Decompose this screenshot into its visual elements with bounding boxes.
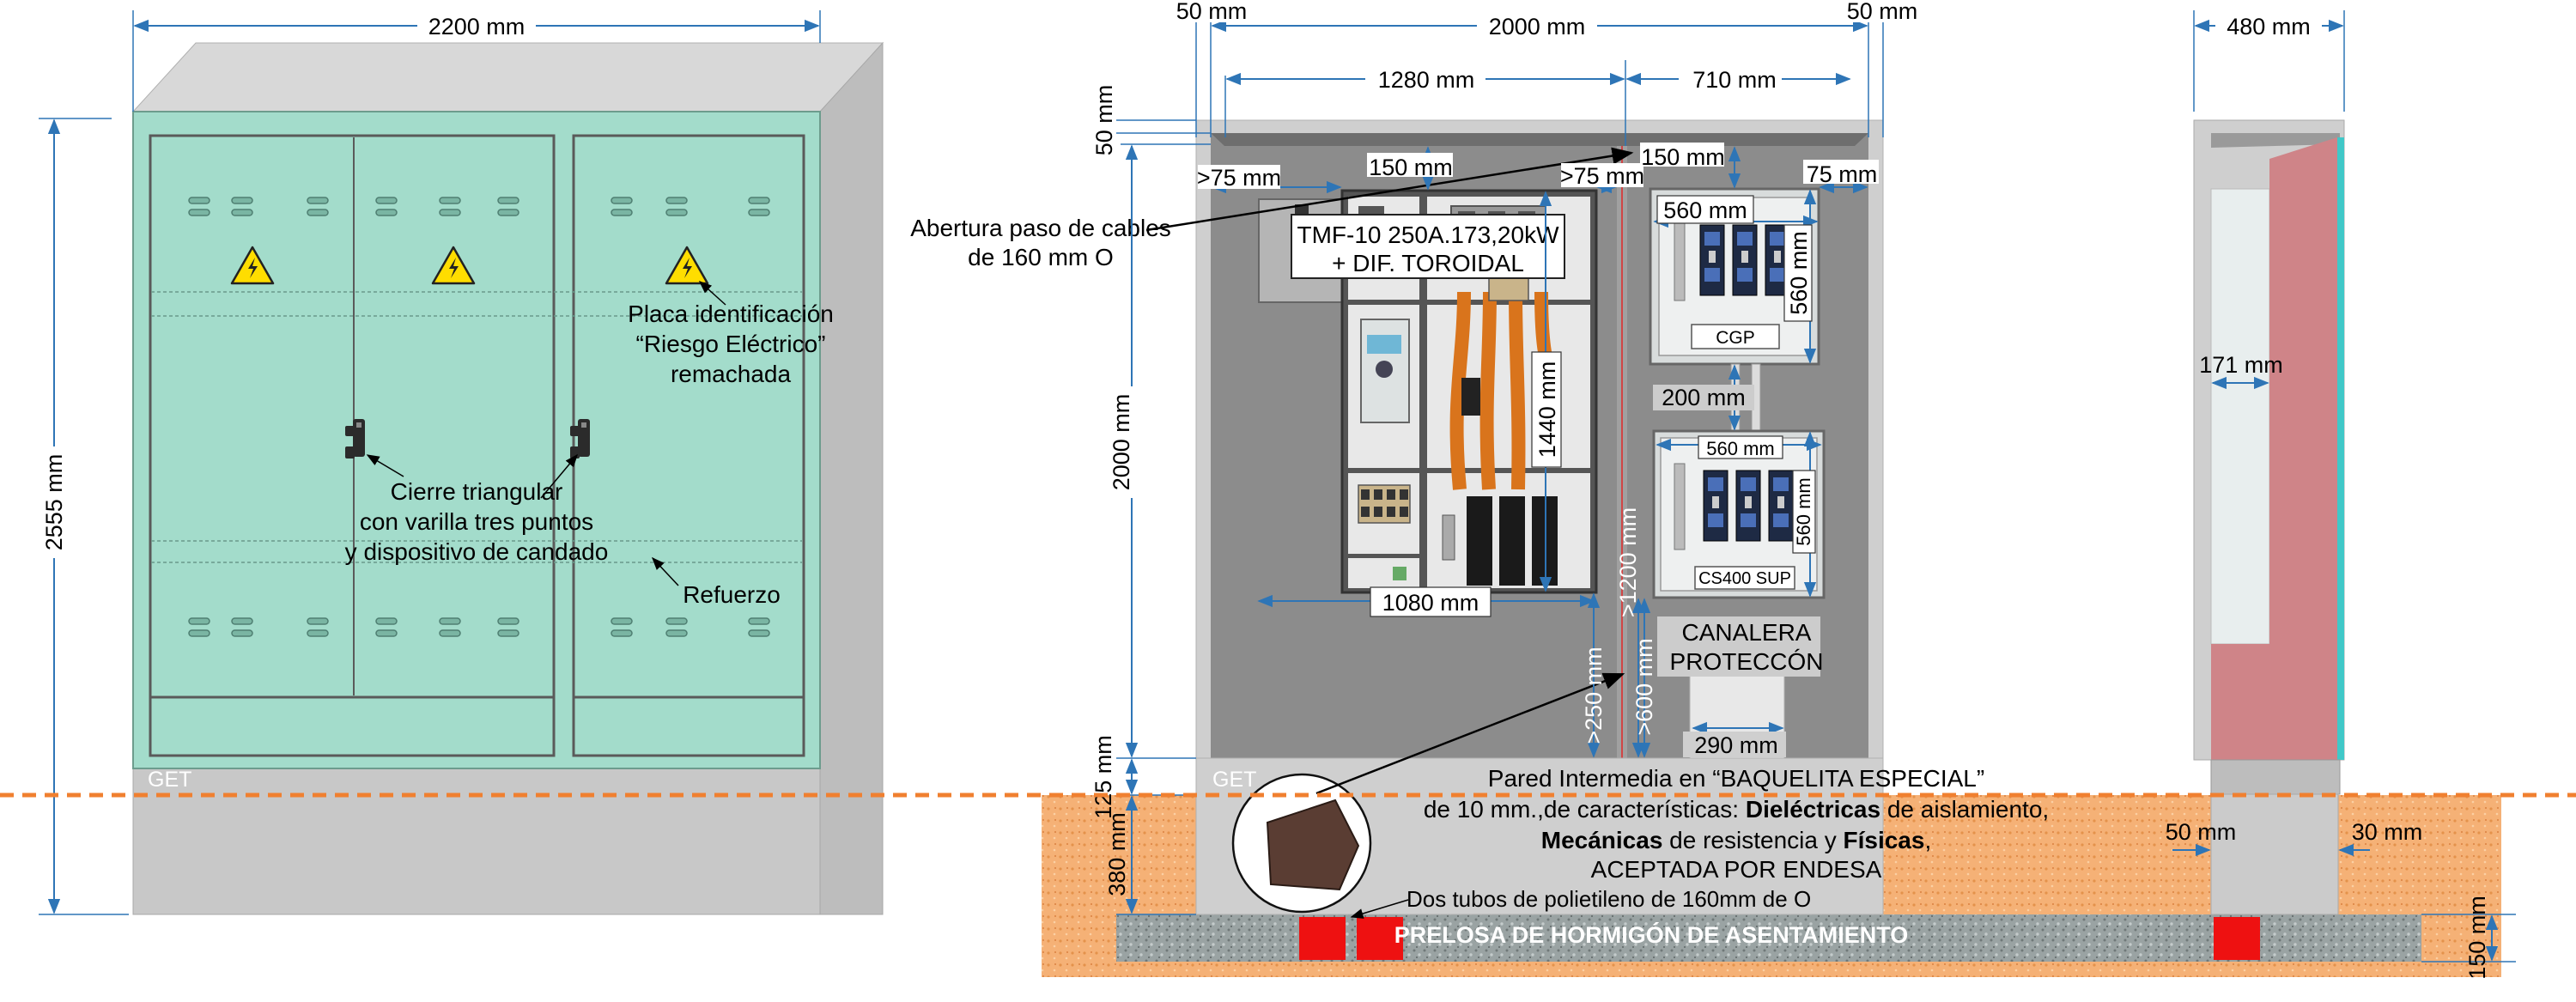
svg-text:150 mm: 150 mm — [1369, 155, 1453, 180]
svg-text:50 mm: 50 mm — [1847, 0, 1918, 24]
svg-text:1440 mm: 1440 mm — [1534, 361, 1560, 458]
svg-text:2000 mm: 2000 mm — [1109, 394, 1134, 491]
svg-text:ACEPTADA POR ENDESA: ACEPTADA POR ENDESA — [1591, 856, 1882, 883]
svg-text:>250 mm: >250 mm — [1581, 647, 1607, 744]
svg-text:>75 mm: >75 mm — [1197, 165, 1281, 191]
svg-text:y dispositivo de candado: y dispositivo de candado — [345, 538, 609, 565]
side-base — [2210, 793, 2339, 915]
svg-text:150 mm: 150 mm — [1641, 144, 1725, 170]
tmf-label: TMF-10 250A.173,20kW + DIF. TOROIDAL — [1291, 214, 1565, 279]
canalera-label: CANALERA PROTECCÓN — [1657, 616, 1823, 677]
svg-text:de 10 mm.,de características:: de 10 mm.,de características: Dieléctric… — [1424, 796, 2049, 823]
svg-text:+ DIF. TOROIDAL: + DIF. TOROIDAL — [1332, 250, 1524, 276]
svg-text:2555 mm: 2555 mm — [41, 454, 67, 551]
svg-text:710 mm: 710 mm — [1692, 67, 1777, 93]
svg-text:75 mm: 75 mm — [1807, 161, 1878, 187]
svg-text:con varilla tres puntos: con varilla tres puntos — [360, 508, 593, 535]
svg-text:50 mm: 50 mm — [1091, 85, 1117, 156]
interior-dim-labels: 50 mm 2000 mm 50 mm 1280 mm 710 mm 50 mm… — [1091, 0, 1923, 896]
slab-dim: 150 mm — [2464, 896, 2490, 980]
left-door-frame — [149, 134, 556, 757]
svg-text:2000 mm: 2000 mm — [1489, 14, 1586, 39]
svg-text:PROTECCÓN: PROTECCÓN — [1670, 648, 1824, 675]
cabinet-front — [132, 111, 821, 769]
cabinet-base — [132, 768, 821, 915]
front-get-mark: GET — [148, 768, 191, 792]
placa-callout: Placa identificación “Riesgo Eléctrico” … — [628, 301, 834, 387]
svg-text:“Riesgo Eléctrico”: “Riesgo Eléctrico” — [636, 331, 826, 357]
svg-text:>75 mm: >75 mm — [1560, 163, 1644, 189]
svg-text:CANALERA: CANALERA — [1682, 619, 1812, 646]
svg-text:>1200 mm: >1200 mm — [1615, 507, 1641, 617]
svg-text:1280 mm: 1280 mm — [1378, 67, 1475, 93]
svg-text:50 mm: 50 mm — [1176, 0, 1248, 24]
interior-view: TMF-10 250A.173,20kW + DIF. TOROIDAL CGP… — [910, 0, 2049, 919]
svg-text:560 mm: 560 mm — [1786, 231, 1812, 315]
dim-front-width: 2200 mm — [132, 10, 821, 112]
right-door-frame — [572, 134, 805, 757]
svg-text:560 mm: 560 mm — [1663, 197, 1747, 223]
svg-text:560 mm: 560 mm — [1706, 438, 1774, 459]
cs400-label: CS400 SUP — [1698, 569, 1791, 588]
svg-text:>600 mm: >600 mm — [1631, 638, 1657, 735]
cabinet-top-face — [131, 42, 884, 112]
side-inner-dim: 171 mm — [2199, 352, 2283, 378]
refuerzo-label: Refuerzo — [683, 581, 781, 608]
svg-text:2200 mm: 2200 mm — [428, 14, 526, 39]
svg-text:200 mm: 200 mm — [1662, 385, 1746, 410]
svg-text:Mecánicas de resistencia y Fís: Mecánicas de resistencia y Físicas, — [1541, 827, 1931, 853]
svg-text:Placa identificación: Placa identificación — [628, 301, 834, 327]
anchor-block-1 — [1299, 917, 1346, 960]
front-view: GET Placa identificación “Riesgo Eléctri… — [39, 10, 884, 915]
cgp-label: CGP — [1716, 328, 1755, 348]
svg-text:de 160 mm O: de 160 mm O — [968, 244, 1114, 270]
svg-text:TMF-10 250A.173,20kW: TMF-10 250A.173,20kW — [1297, 222, 1559, 248]
side-interior-panel — [2210, 188, 2270, 645]
prelosa-label: PRELOSA DE HORMIGÓN DE ASENTAMIENTO — [1394, 921, 1909, 948]
dim-front-height: 2555 mm — [39, 118, 129, 915]
side-view: 480 mm 171 mm 50 mm 30 mm 150 mm — [2166, 10, 2516, 980]
interior-get-mark: GET — [1212, 768, 1256, 792]
tubos-label: Dos tubos de polietileno de 160mm de O — [1406, 886, 1811, 912]
side-base-right-dim: 30 mm — [2352, 819, 2423, 845]
svg-text:Cierre triangular: Cierre triangular — [391, 478, 563, 505]
pared-callout: Pared Intermedia en “BAQUELITA ESPECIAL”… — [1424, 765, 2049, 883]
side-base-left-dim: 50 mm — [2166, 819, 2237, 845]
side-red-wall — [2211, 137, 2337, 760]
cierre-callout: Cierre triangular con varilla tres punto… — [345, 478, 609, 565]
svg-text:1080 mm: 1080 mm — [1382, 590, 1479, 616]
svg-text:290 mm: 290 mm — [1694, 732, 1778, 758]
side-depth-dim: 480 mm — [2227, 14, 2311, 39]
svg-text:380 mm: 380 mm — [1104, 812, 1130, 896]
anchor-block-3 — [2214, 917, 2260, 960]
svg-text:560 mm: 560 mm — [1793, 477, 1814, 545]
anchor-block-2 — [1357, 917, 1403, 960]
svg-text:Pared Intermedia en “BAQUELITA: Pared Intermedia en “BAQUELITA ESPECIAL” — [1488, 765, 1984, 792]
svg-text:125 mm: 125 mm — [1091, 735, 1116, 819]
svg-text:remachada: remachada — [671, 361, 792, 387]
